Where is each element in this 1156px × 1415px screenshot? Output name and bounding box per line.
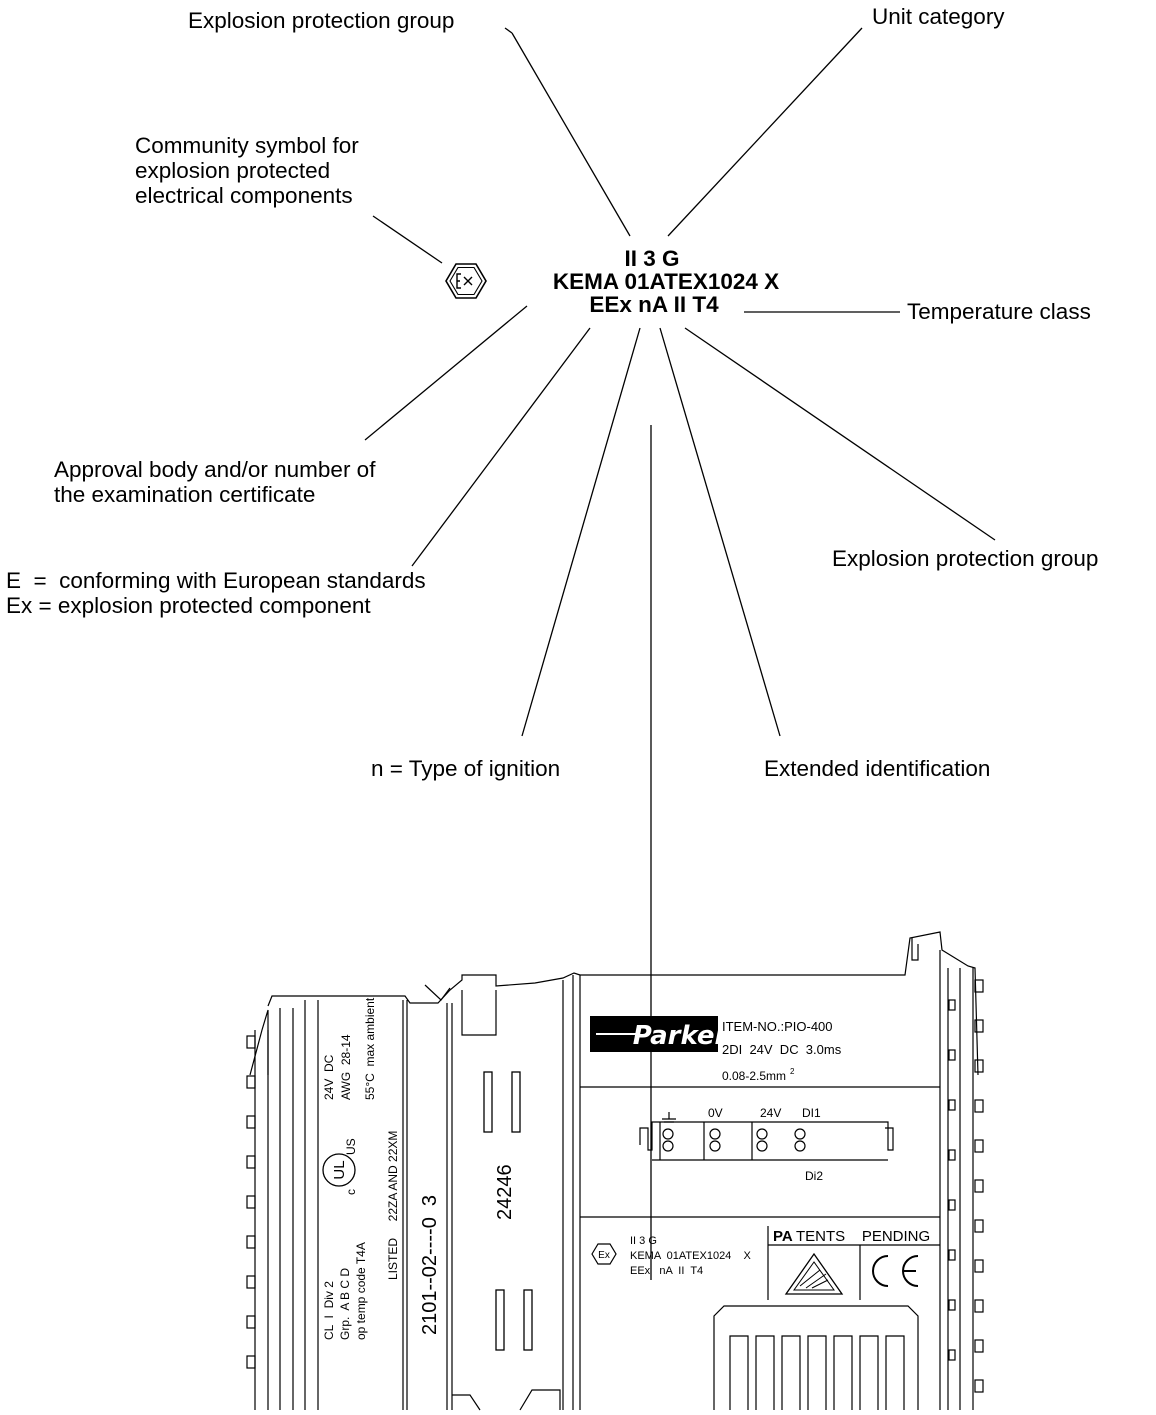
patents-pa: PA (773, 1228, 793, 1245)
label-unit-category: Unit category (872, 4, 1005, 29)
class-line-1: CL I Div 2 (322, 1281, 336, 1340)
terminal-24v: 24V (760, 1106, 781, 1120)
annotations: Explosion protection group Unit category… (6, 4, 1098, 781)
slot-lower-left (495, 1289, 505, 1351)
item-number: ITEM-NO.:PIO-400 (722, 1019, 833, 1034)
atex-marking: II 3 G KEMA 01ATEX1024 X EEx nA II T4 (553, 246, 779, 317)
ul-mark-icon: UL (322, 1153, 356, 1187)
label-explosion-group-top: Explosion protection group (188, 8, 454, 33)
ex-hexagon-icon (445, 263, 487, 299)
marking-line-2: KEMA 01ATEX1024 X (553, 269, 779, 294)
device-marking-2: KEMA 01ATEX1024 X (630, 1250, 752, 1262)
label-approval-body-2: the examination certificate (54, 482, 315, 507)
ul-mark-c: c (344, 1189, 358, 1195)
label-standards-1: E = conforming with European standards (6, 568, 426, 593)
slot-upper-right (511, 1071, 521, 1133)
label-extended-identification: Extended identification (764, 756, 990, 781)
svg-text:Ex: Ex (598, 1250, 610, 1261)
leader-lines (364, 27, 996, 1280)
marking-line-3: EEx nA II T4 (589, 292, 719, 317)
rating-line-2: AWG 28-14 (339, 1034, 353, 1100)
class-line-3: op temp code T4A (354, 1242, 368, 1340)
esd-warning-icon (784, 1252, 844, 1295)
side-code: 2101--02----0 3 (419, 1195, 441, 1335)
terminal-schematic: 0V 24V DI1 Di2 (639, 1106, 894, 1183)
ce-mark-icon (872, 1255, 919, 1287)
svg-text:UL: UL (331, 1160, 348, 1179)
label-community-symbol-3: electrical components (135, 183, 353, 208)
terminal-di2: Di2 (805, 1169, 823, 1183)
side-number: 24246 (494, 1164, 516, 1220)
ul-mark-us: US (344, 1138, 358, 1155)
device-marking-1: II 3 G (630, 1235, 657, 1247)
rating-line-3: 55°C max ambient (363, 997, 377, 1100)
inner-rib-marks (948, 999, 956, 1361)
label-temperature-class: Temperature class (907, 299, 1091, 324)
terminal-di1: DI1 (802, 1106, 821, 1120)
item-spec: 2DI 24V DC 3.0ms (722, 1042, 842, 1057)
parker-logo-text: Parker (633, 1021, 730, 1051)
device-module: Parker ITEM-NO.:PIO-400 2DI 24V DC 3.0ms… (246, 931, 984, 1411)
terminal-0v: 0V (708, 1106, 723, 1120)
label-approval-body-1: Approval body and/or number of (54, 457, 376, 482)
label-community-symbol-1: Community symbol for (135, 133, 359, 158)
patents-pending: TENTS PENDING (796, 1228, 930, 1245)
slot-lower-right (523, 1289, 533, 1351)
left-rib-stubs (246, 1035, 256, 1369)
marking-line-1: II 3 G (624, 246, 679, 271)
label-standards-2: Ex = explosion protected component (6, 593, 371, 618)
label-community-symbol-2: explosion protected (135, 158, 330, 183)
label-ignition-type: n = Type of ignition (371, 756, 560, 781)
rating-line-1: 24V DC (322, 1054, 336, 1100)
connector-teeth (713, 1305, 919, 1410)
slot-upper-left (483, 1071, 493, 1133)
label-explosion-group-right: Explosion protection group (832, 546, 1098, 571)
device-marking-3: EEx nA II T4 (630, 1265, 703, 1277)
device-ex-icon: Ex (591, 1243, 617, 1265)
class-line-2: Grp. A B C D (338, 1268, 352, 1340)
right-rib-stubs (974, 979, 984, 1393)
ul-listed: LISTED 22ZA AND 22XM (386, 1131, 400, 1280)
